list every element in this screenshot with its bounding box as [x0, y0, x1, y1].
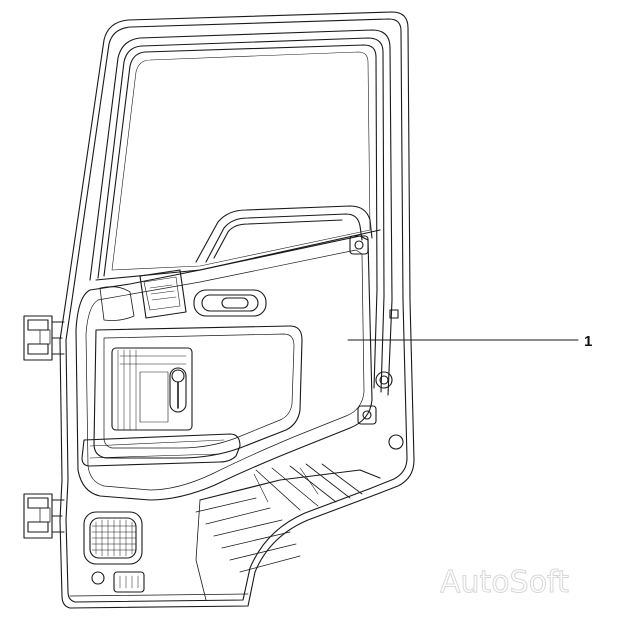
speaker-grille: [83, 511, 143, 565]
map-pocket: [93, 325, 303, 459]
door-switch-panel: [99, 269, 187, 321]
pocket-opening: [111, 347, 193, 431]
lower-ribs: [195, 463, 381, 601]
armrest-grip: [195, 205, 373, 263]
door-bottom-trim: [81, 433, 241, 467]
door-outer-frame: [59, 11, 415, 609]
inner-panel: [75, 235, 373, 501]
right-fittings: [357, 309, 404, 450]
watermark: AutoSoft: [440, 565, 569, 600]
callout-label-1: 1: [584, 333, 592, 350]
bottom-connector: [69, 571, 249, 597]
lower-hinge: [23, 493, 65, 539]
inside-door-handle: [193, 289, 267, 317]
upper-hinge: [23, 315, 65, 361]
window-frame: [89, 29, 393, 396]
window-glass: [111, 51, 371, 271]
